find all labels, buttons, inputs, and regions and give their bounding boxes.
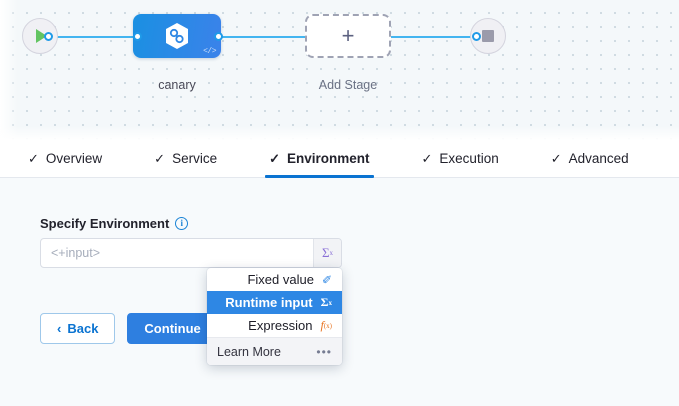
ellipsis-icon[interactable]: ••• xyxy=(316,344,332,359)
check-icon: ✓ xyxy=(28,150,39,166)
stage-label-canary: canary xyxy=(158,78,196,92)
connector-dot-start xyxy=(44,32,53,41)
specify-environment-input[interactable] xyxy=(41,239,313,267)
connector-dot-end xyxy=(472,32,481,41)
check-icon: ✓ xyxy=(269,150,280,166)
add-stage-node[interactable]: + xyxy=(305,14,391,58)
continue-button-label: Continue xyxy=(144,321,201,336)
tab-advanced[interactable]: ✓ Advanced xyxy=(547,140,633,177)
menu-item-label: Runtime input xyxy=(225,295,313,310)
check-icon: ✓ xyxy=(550,150,562,166)
tab-label: Advanced xyxy=(568,151,629,166)
connector-dot-canary-in xyxy=(133,32,142,41)
sigma-x-icon: Σ xyxy=(321,245,330,260)
tab-execution[interactable]: ✓ Execution xyxy=(418,140,503,177)
specify-environment-input-group: Σx xyxy=(40,238,342,268)
tab-label: Service xyxy=(172,151,218,166)
continue-button[interactable]: Continue xyxy=(127,313,218,344)
learn-more-label: Learn More xyxy=(217,344,281,359)
edge-start-to-canary xyxy=(46,36,138,38)
menu-item-fixed-value[interactable]: Fixed value ✐ xyxy=(207,268,342,291)
canvas-fade-bottom xyxy=(0,126,679,140)
pipeline-canvas[interactable]: </> canary + Add Stage xyxy=(0,0,679,140)
chevron-left-icon: ‹ xyxy=(57,321,62,336)
tab-label: Overview xyxy=(45,151,103,166)
tab-label: Environment xyxy=(287,151,370,166)
sigma-sup: x xyxy=(329,249,334,257)
menu-item-label: Fixed value xyxy=(247,272,314,287)
menu-item-label: Expression xyxy=(248,318,313,333)
field-label-text: Specify Environment xyxy=(40,216,170,231)
add-stage-label: Add Stage xyxy=(318,78,378,92)
edge-canary-to-add-stage xyxy=(218,36,308,38)
tab-service[interactable]: ✓ Service xyxy=(150,140,221,177)
tab-overview[interactable]: ✓ Overview xyxy=(24,140,106,177)
check-icon: ✓ xyxy=(421,150,433,166)
form-action-buttons: ‹ Back Continue xyxy=(40,313,218,344)
function-fx-icon: f(x) xyxy=(320,318,332,332)
learn-more-footer[interactable]: Learn More ••• xyxy=(207,337,342,365)
stop-icon xyxy=(482,30,494,42)
menu-item-expression[interactable]: Expression f(x) xyxy=(207,314,342,337)
connector-dot-canary-out xyxy=(214,32,223,41)
stage-tab-bar: ✓ Overview ✓ Service ✓ Environment ✓ Exe… xyxy=(0,140,679,178)
pushpin-icon: ✐ xyxy=(321,272,332,287)
harness-hexagon-icon xyxy=(166,23,188,49)
canvas-fade-left xyxy=(0,0,18,140)
tab-environment[interactable]: ✓ Environment xyxy=(265,140,374,178)
info-icon[interactable]: i xyxy=(175,217,189,230)
edge-add-stage-to-end xyxy=(390,36,476,38)
code-badge-icon: </> xyxy=(203,47,216,56)
check-icon: ✓ xyxy=(154,150,166,166)
play-icon xyxy=(36,29,47,43)
tab-label: Execution xyxy=(439,151,499,166)
plus-icon: + xyxy=(341,23,355,48)
stage-node-canary[interactable]: </> xyxy=(133,14,221,58)
back-button[interactable]: ‹ Back xyxy=(40,313,116,344)
back-button-label: Back xyxy=(67,321,99,336)
specify-environment-label: Specify Environment i xyxy=(40,216,189,231)
